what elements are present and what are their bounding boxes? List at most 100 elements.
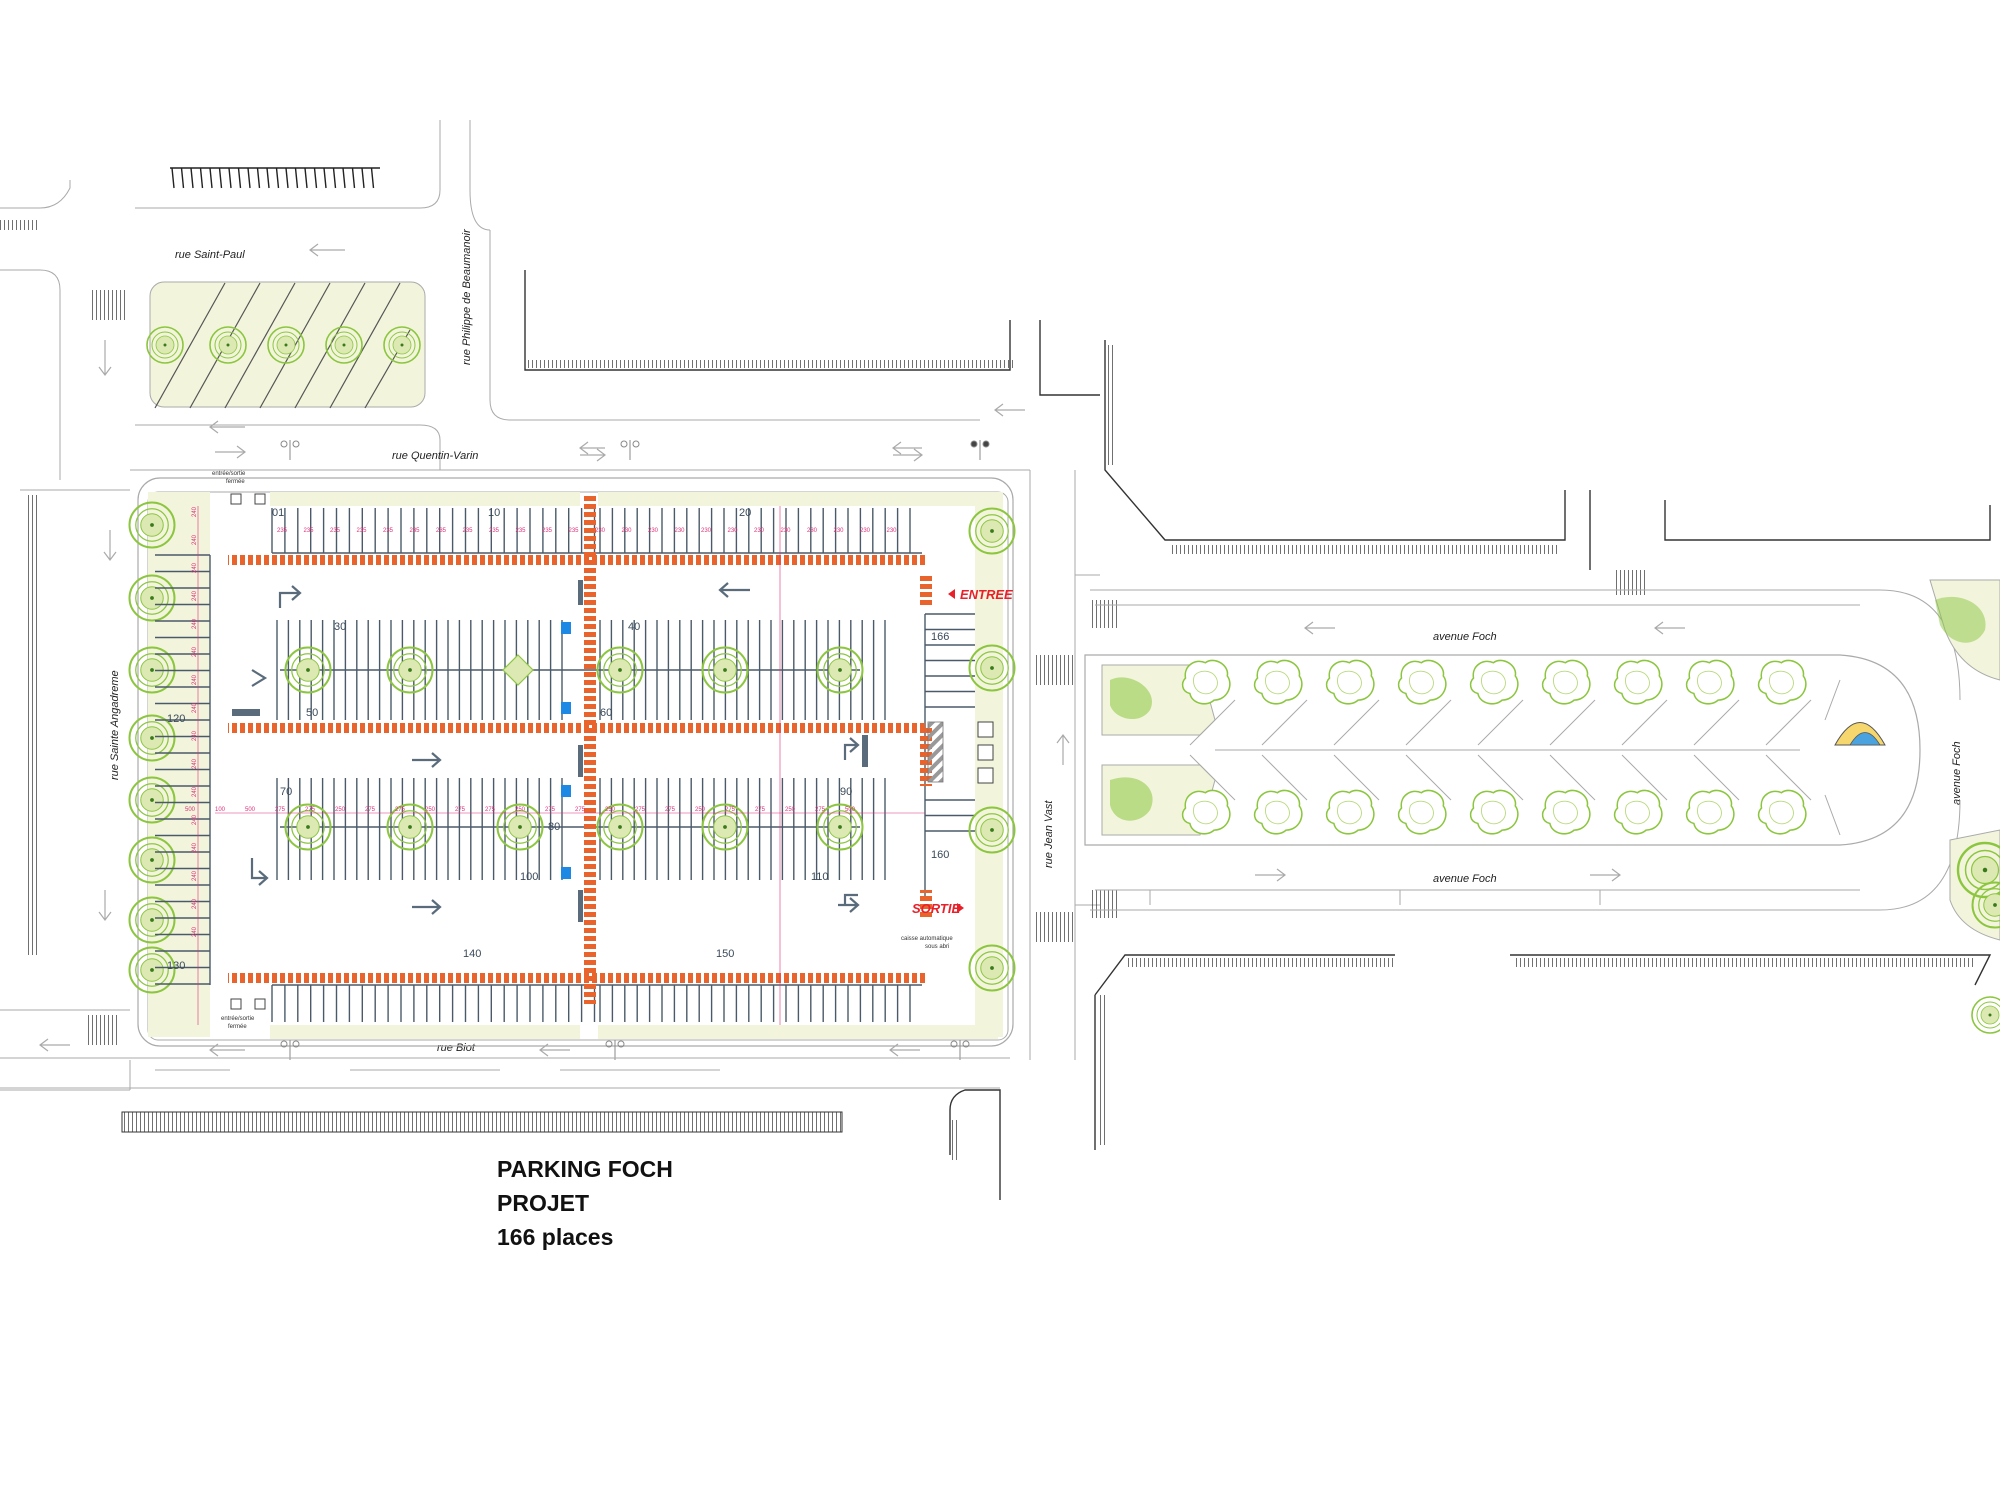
parking-bay-line <box>1549 699 1596 746</box>
gate-top-label-line1: entrée/sortie <box>212 471 246 477</box>
dimension-label: 235 <box>463 528 474 534</box>
parking-bay-line <box>1405 754 1452 801</box>
title-line-2: PROJET <box>497 1190 590 1216</box>
dimension-label: 235 <box>436 528 447 534</box>
dimension-label: 240 <box>192 842 198 853</box>
dimension-label: 240 <box>192 702 198 713</box>
dimension-label: 240 <box>192 674 198 685</box>
dimension-label: 230 <box>807 528 818 534</box>
street-label-jean-vast: rue Jean Vast <box>1043 800 1055 868</box>
space-number: 100 <box>520 871 538 883</box>
dimension-label: 230 <box>701 528 712 534</box>
curb-tick <box>370 167 375 189</box>
square-saint-paul <box>146 281 426 409</box>
curb-tick <box>313 167 318 189</box>
curb-tick <box>237 167 242 189</box>
north-west-roads <box>0 120 980 1091</box>
avenue-foch-building-hatch <box>1097 345 1975 1145</box>
parking-bay-line <box>1189 754 1236 801</box>
space-number: 20 <box>739 507 751 519</box>
dimension-labels-left: 2402402402402402402402402402402402402402… <box>192 506 198 937</box>
curb-tick <box>285 167 289 189</box>
curb-tick <box>361 167 365 189</box>
east-green-areas <box>1929 579 2000 1034</box>
avenue-foch-trees-bottom <box>1181 754 1812 835</box>
space-number: 80 <box>548 821 560 833</box>
building-north <box>524 270 1100 396</box>
dimension-label: 250 <box>605 807 616 813</box>
dimension-label: 250 <box>335 807 346 813</box>
dimension-label: 235 <box>330 528 341 534</box>
space-number: 50 <box>306 707 318 719</box>
dimension-label: 230 <box>728 528 739 534</box>
dimension-label: 235 <box>277 528 288 534</box>
dimension-label: 500 <box>245 807 256 813</box>
dimension-label: 250 <box>695 807 706 813</box>
dimension-label: 240 <box>192 506 198 517</box>
dimension-label: 240 <box>192 730 198 741</box>
gate-bottom-label-line2: fermée <box>228 1024 247 1030</box>
road-arrows <box>39 243 1685 1057</box>
caisse-label-line2: sous abri <box>925 944 949 950</box>
dimension-label: 230 <box>648 528 659 534</box>
space-number: 40 <box>628 621 640 633</box>
parking-bay-line <box>1189 699 1236 746</box>
curb-tick <box>171 167 175 189</box>
dimension-label: 275 <box>635 807 646 813</box>
dimension-label: 275 <box>485 807 496 813</box>
avenue-foch-trees-top <box>1181 659 1812 746</box>
curb-tick <box>180 167 185 189</box>
dimension-label: 230 <box>860 528 871 534</box>
gate-top-label-line2: fermée <box>226 479 245 485</box>
title-line-3: 166 places <box>497 1224 614 1250</box>
street-label-angadreme: rue Sainte Angadreme <box>109 670 121 780</box>
dimension-label: 275 <box>725 807 736 813</box>
curb-tick <box>190 167 194 189</box>
roads-around-parking <box>0 469 1100 1090</box>
street-label-saint-paul: rue Saint-Paul <box>175 249 245 261</box>
space-number: 70 <box>280 786 292 798</box>
space-number: 90 <box>840 786 852 798</box>
tree <box>128 501 176 549</box>
street-label-foch-top: avenue Foch <box>1433 631 1497 643</box>
dimension-label: 240 <box>192 926 198 937</box>
space-number: 140 <box>463 948 481 960</box>
dimension-label: 235 <box>489 528 500 534</box>
dimension-label: 235 <box>569 528 580 534</box>
dimension-label: 235 <box>542 528 553 534</box>
street-label-philippe: rue Philippe de Beaumanoir <box>461 228 473 365</box>
title-line-1: PARKING FOCH <box>497 1156 673 1182</box>
curb-tick <box>323 167 327 189</box>
curb-tick <box>351 167 356 189</box>
space-number: 130 <box>167 960 185 972</box>
dimension-label: 275 <box>545 807 556 813</box>
dimension-label: 500 <box>185 807 196 813</box>
curb-tick <box>275 167 280 189</box>
dimension-label: 500 <box>845 807 856 813</box>
dimension-label: 240 <box>192 534 198 545</box>
dimension-label: 230 <box>781 528 792 534</box>
accessible-space-icons <box>232 580 868 922</box>
dimension-label: 235 <box>304 528 315 534</box>
space-number: 10 <box>488 507 500 519</box>
dimension-label: 250 <box>515 807 526 813</box>
tree <box>128 836 176 884</box>
dimension-label: 235 <box>357 528 368 534</box>
tree <box>128 776 176 824</box>
parking-bay-line <box>1261 699 1308 746</box>
parking-bay-line <box>1693 754 1740 801</box>
curb-tick <box>266 167 270 189</box>
curb-tick <box>332 167 337 189</box>
curb-tick <box>209 167 213 189</box>
street-label-quentin: rue Quentin-Varin <box>392 450 478 462</box>
dimension-label: 230 <box>595 528 606 534</box>
curb-tick <box>199 167 204 189</box>
street-label-biot: rue Biot <box>437 1042 476 1054</box>
dimension-label: 240 <box>192 646 198 657</box>
parking-bay-line <box>1765 754 1812 801</box>
dimension-label: 240 <box>192 786 198 797</box>
dimension-label: 275 <box>455 807 466 813</box>
parking-bay-line <box>1621 754 1668 801</box>
